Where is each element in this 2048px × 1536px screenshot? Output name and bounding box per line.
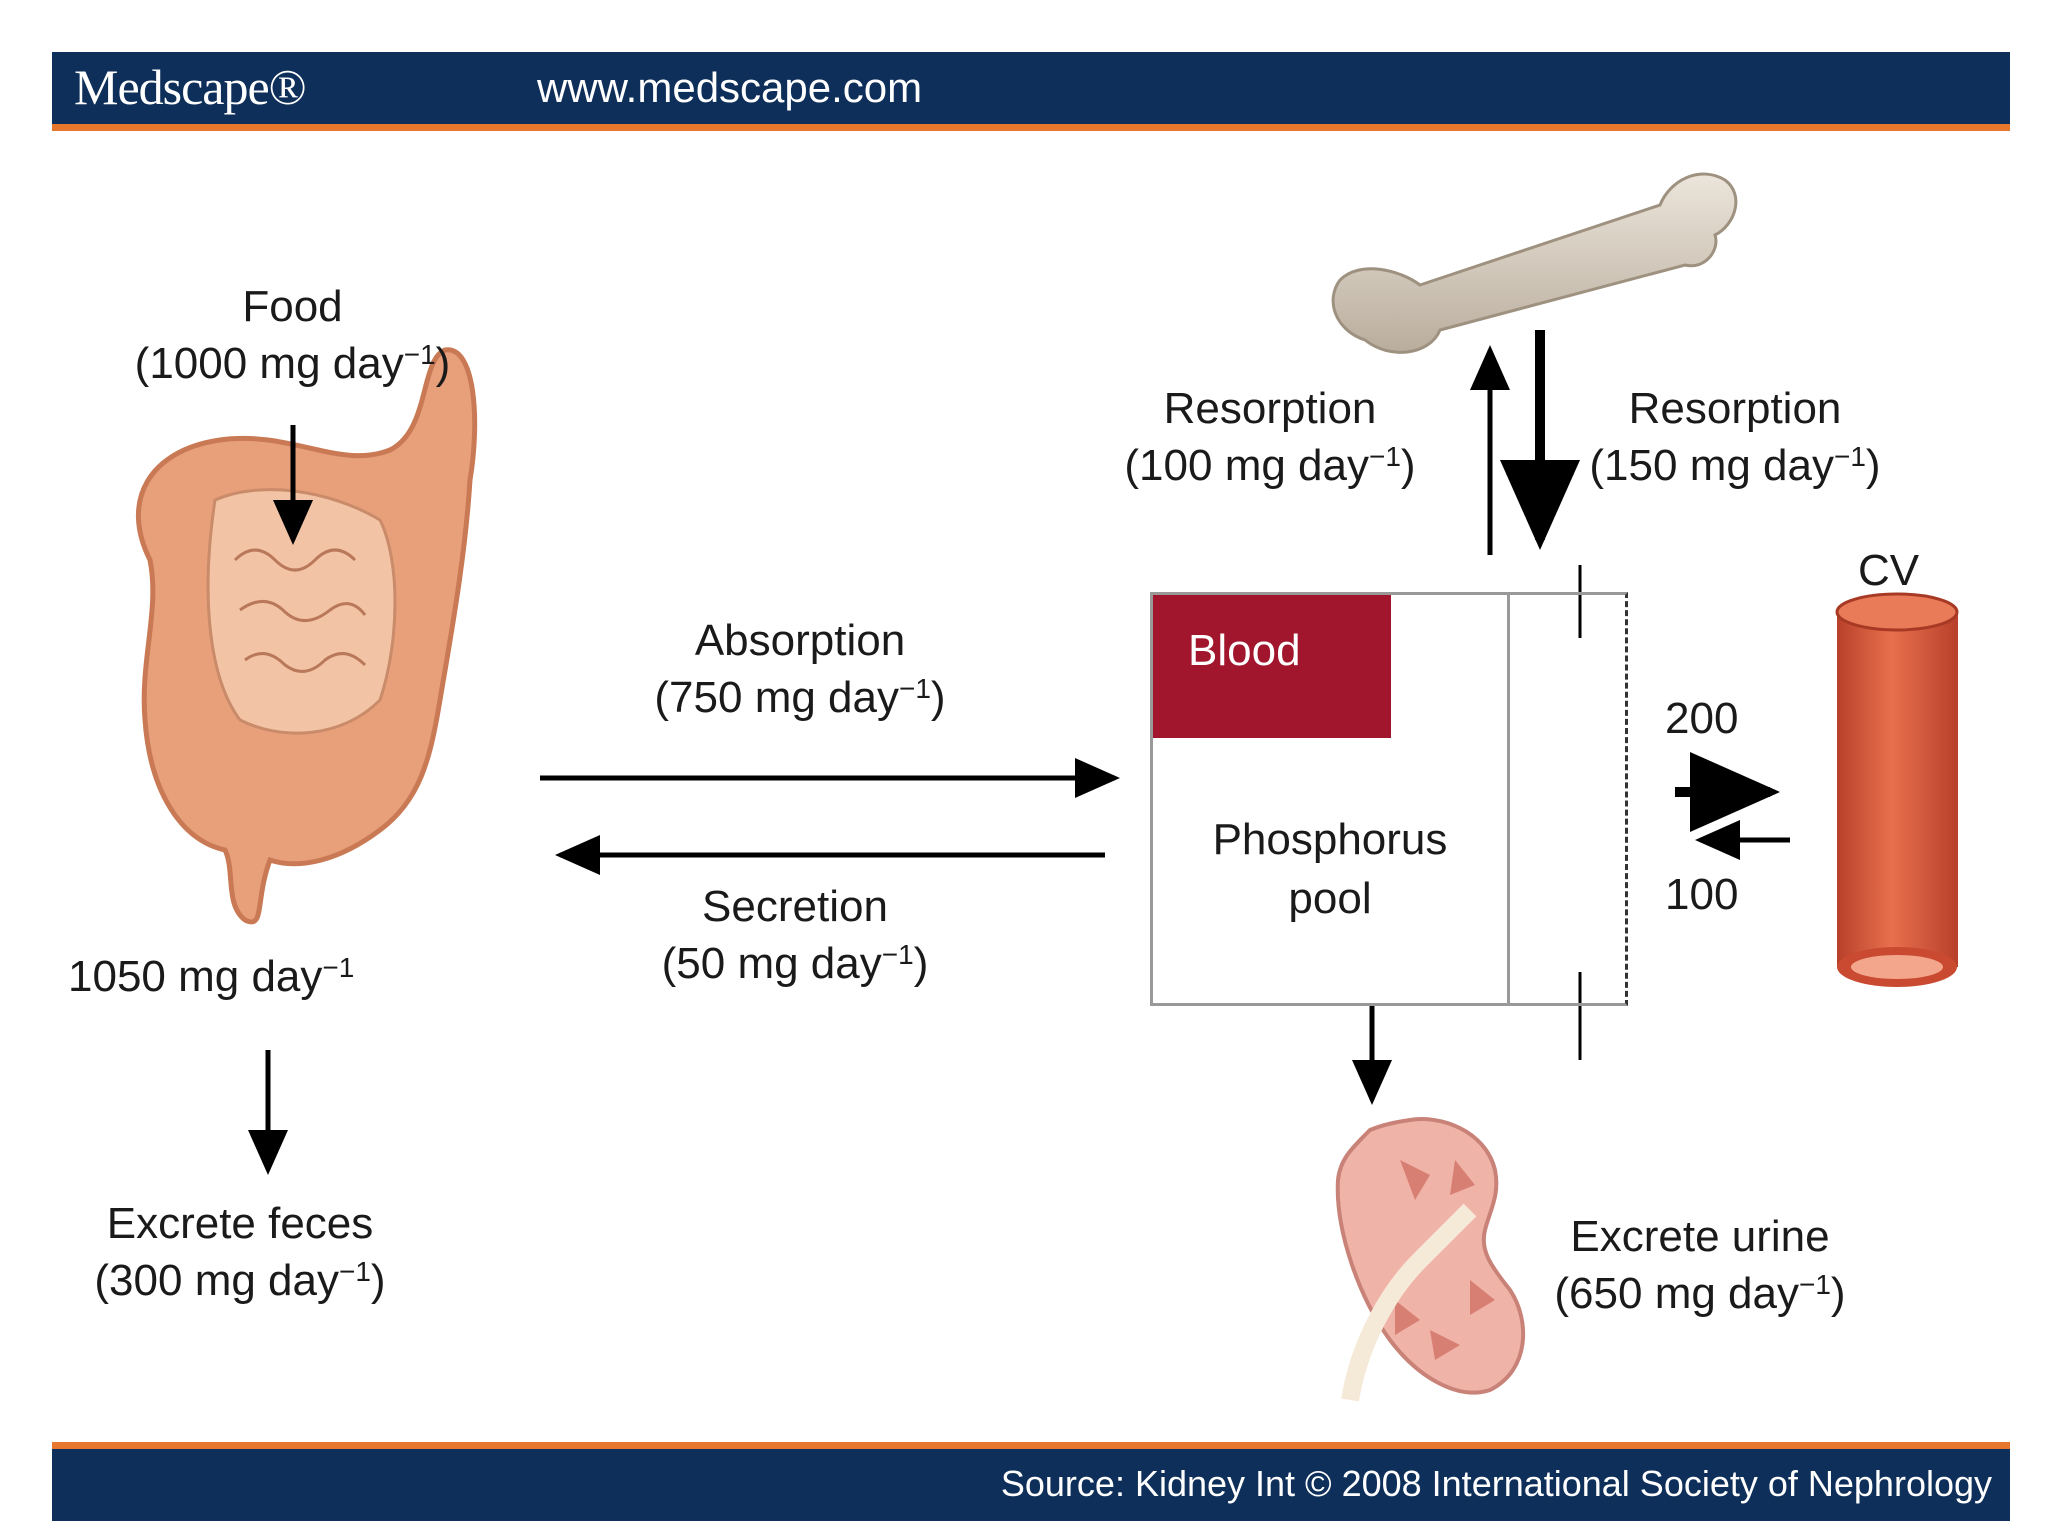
urine-amount: (650 mg day−1) — [1554, 1269, 1846, 1319]
urine-title: Excrete urine — [1570, 1212, 1830, 1261]
urine-label: Excrete urine (650 mg day−1) — [1510, 1208, 1890, 1322]
absorption-amount: (750 mg day−1) — [654, 673, 946, 723]
bone-illustration — [1331, 172, 1738, 354]
resorption-right-label: Resorption (150 mg day−1) — [1555, 380, 1915, 494]
footer-bar: Source: Kidney Int © 2008 International … — [52, 1442, 2010, 1521]
blood-label: Blood — [1188, 626, 1301, 675]
medscape-logo: Medscape® — [74, 59, 307, 115]
kidney-illustration — [1335, 1117, 1526, 1402]
food-title: Food — [242, 282, 343, 331]
secretion-label: Secretion (50 mg day−1) — [610, 878, 980, 992]
feces-title: Excrete feces — [106, 1199, 374, 1248]
pool-line-1: Phosphorus — [1212, 815, 1448, 864]
feces-amount: (300 mg day−1) — [94, 1256, 386, 1306]
absorption-label: Absorption (750 mg day−1) — [600, 612, 1000, 726]
gut-total-label: 1050 mg day−1 — [68, 952, 355, 1001]
tissue-compartment-box — [1510, 592, 1628, 1006]
header-bar: Medscape® www.medscape.com — [52, 52, 2010, 131]
header-url: www.medscape.com — [537, 64, 923, 111]
intestine-illustration — [135, 347, 478, 925]
resorption-left-label: Resorption (100 mg day−1) — [1090, 380, 1450, 494]
secretion-title: Secretion — [702, 882, 888, 931]
secretion-amount: (50 mg day−1) — [661, 939, 929, 989]
cv-in-value: 100 — [1665, 870, 1739, 919]
absorption-title: Absorption — [694, 616, 906, 665]
food-label: Food (1000 mg day−1) — [100, 278, 485, 392]
source-citation: Source: Kidney Int © 2008 International … — [1000, 1463, 1992, 1504]
blood-vessel-illustration — [1835, 592, 1959, 987]
resorption-left-amount: (100 mg day−1) — [1124, 441, 1416, 491]
blood-box — [1153, 595, 1391, 738]
cv-out-value: 200 — [1665, 694, 1739, 743]
resorption-right-amount: (150 mg day−1) — [1589, 441, 1881, 491]
phosphorus-pool-label: Phosphorus pool — [1150, 810, 1510, 929]
resorption-right-title: Resorption — [1628, 384, 1842, 433]
pool-line-2: pool — [1288, 874, 1372, 924]
feces-label: Excrete feces (300 mg day−1) — [50, 1195, 430, 1309]
food-amount: (1000 mg day−1) — [134, 339, 451, 389]
resorption-left-title: Resorption — [1163, 384, 1377, 433]
cv-label: CV — [1858, 546, 1920, 595]
